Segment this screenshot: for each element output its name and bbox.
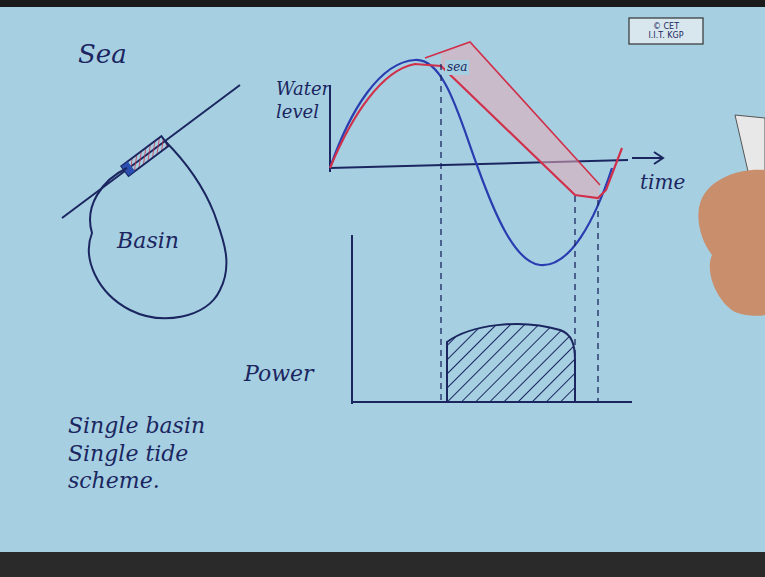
watermark-box: © CET I.I.T. KGP (628, 17, 704, 45)
region-label: Basin (117, 228, 179, 253)
power-axis (351, 235, 353, 404)
basin-shore (89, 141, 227, 318)
dam-gate (121, 161, 135, 175)
axis-label: Power (244, 360, 314, 388)
board-top-edge (0, 0, 765, 7)
axis-label: Water level (276, 78, 332, 123)
region-label: Sea (78, 38, 127, 71)
watermark-text: © CET I.I.T. KGP (644, 22, 688, 40)
scheme-caption: Single basin Single tide scheme. (68, 412, 218, 495)
coastline (62, 85, 240, 218)
time-arrow (632, 152, 663, 164)
power-output (447, 324, 575, 402)
sea-level-curve (330, 60, 612, 265)
dam-symbol (121, 136, 168, 176)
basin-level-upper (425, 42, 600, 185)
basin-region: Basin (82, 158, 232, 323)
marker-line (440, 64, 441, 402)
curve-label: sea (445, 60, 469, 75)
dam-body (121, 136, 168, 176)
hand (698, 170, 765, 316)
board-bottom-edge (0, 552, 765, 577)
watermark-border (629, 18, 703, 44)
marker-line (597, 200, 598, 402)
head-band (441, 42, 600, 200)
basin-level-curve (330, 64, 622, 198)
axis-label: time (640, 170, 685, 195)
